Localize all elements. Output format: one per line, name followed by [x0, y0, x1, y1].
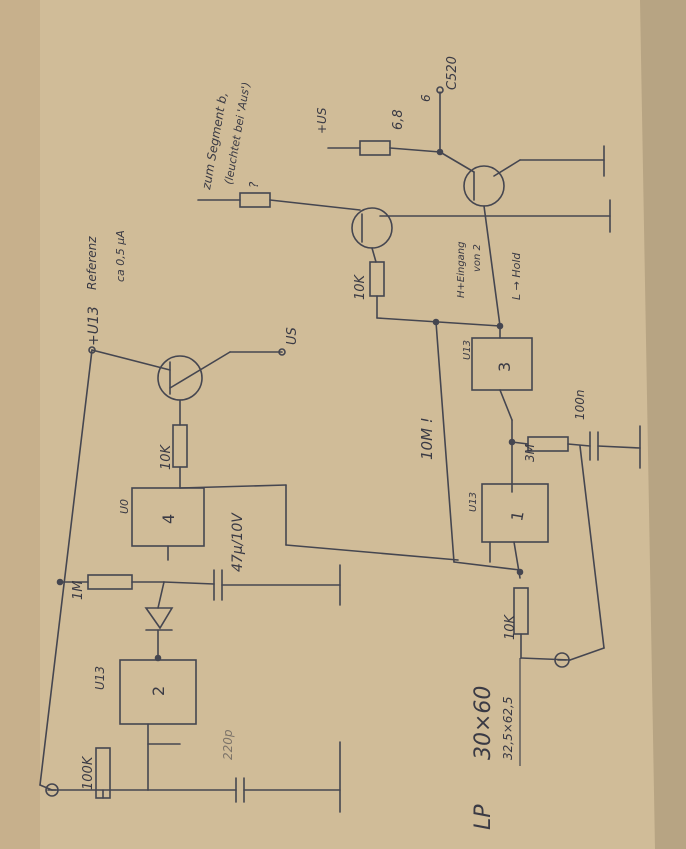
label-ic3: 3	[495, 362, 514, 372]
wire-to-transistor-b	[269, 199, 361, 211]
wire-u13-rail	[39, 349, 93, 786]
label-h-comp: H+Eingang	[456, 242, 467, 299]
wire-6k8-right	[389, 147, 441, 153]
label-r-10m: 10M !	[418, 417, 436, 460]
wire-3m-left	[511, 441, 529, 445]
wire-ic4-to-bus	[179, 484, 287, 489]
wire-c-emitter	[493, 159, 521, 177]
label-cap-100n: 100n	[573, 389, 587, 420]
wire-3m-right	[567, 443, 591, 447]
ic2-block	[119, 659, 197, 725]
terminal-segment-6	[436, 86, 444, 94]
label-r-6: 6	[419, 94, 433, 102]
label-lp-size: 30×60	[471, 686, 496, 760]
label-u0: U0	[118, 499, 131, 514]
label-cap-47u: 47µ/10V	[230, 512, 246, 572]
label-u13-mid: U13	[93, 666, 107, 690]
label-r-6k8: 6,8	[391, 109, 406, 130]
wire-bus-to-ic1	[285, 544, 459, 561]
label-reference: Referenz	[85, 236, 99, 290]
wire-emitter	[169, 351, 231, 389]
wire-diode-top	[157, 581, 165, 609]
wire-ic1-bus	[453, 561, 521, 571]
label-r-10k-a: 10K	[159, 443, 174, 470]
node-ic1	[516, 568, 524, 576]
wire-cap-47	[163, 581, 215, 585]
label-ic1: 1	[507, 509, 527, 522]
wire-100n-ground	[597, 445, 641, 449]
terminal-minus-left	[45, 783, 59, 797]
label-u13-ic1: U13	[468, 492, 479, 512]
label-us-out: US	[285, 327, 300, 345]
wire-collector-rail	[91, 349, 171, 371]
paper-right-edge	[640, 0, 686, 849]
label-cap-220p: 220p	[221, 729, 235, 760]
wire-c-base	[483, 205, 501, 327]
node-1m	[56, 578, 64, 586]
label-us-plus: +US	[315, 107, 329, 134]
label-r-1m: 1M	[71, 581, 86, 601]
label-r-3m: 3M	[523, 443, 537, 462]
wire-b-base	[371, 247, 377, 263]
label-c520: C520	[445, 56, 460, 90]
label-r-10k-c: 10K	[503, 613, 518, 640]
label-r-100k: 100K	[81, 755, 96, 790]
label-l-hold: L → Hold	[510, 252, 523, 300]
terminal-minus-right	[554, 652, 570, 668]
label-lp-sub: 32,5×62,5	[501, 697, 515, 761]
label-u13-top: +U13	[86, 306, 102, 346]
wire-3m-down	[579, 445, 605, 649]
wire-10m-line	[435, 321, 455, 563]
label-u13-ic3: U13	[462, 340, 473, 360]
label-ic4: 4	[159, 514, 178, 524]
label-question: ?	[247, 181, 261, 188]
paper-left-edge	[0, 0, 40, 849]
wire-ic3-in	[499, 389, 513, 421]
wire-c-to-q	[439, 151, 475, 173]
label-h-comp-sub: von 2	[472, 244, 483, 272]
ic1-block	[481, 483, 549, 543]
wire-minus-right	[569, 647, 605, 661]
label-r-10k-b: 10K	[353, 273, 368, 300]
terminal-us-out	[278, 348, 286, 356]
label-ic2: 2	[149, 686, 168, 696]
label-reference-sub: ca 0,5 µA	[114, 230, 127, 282]
label-lp: LP	[471, 804, 496, 830]
ic3-block	[471, 337, 533, 391]
diode	[144, 607, 174, 630]
